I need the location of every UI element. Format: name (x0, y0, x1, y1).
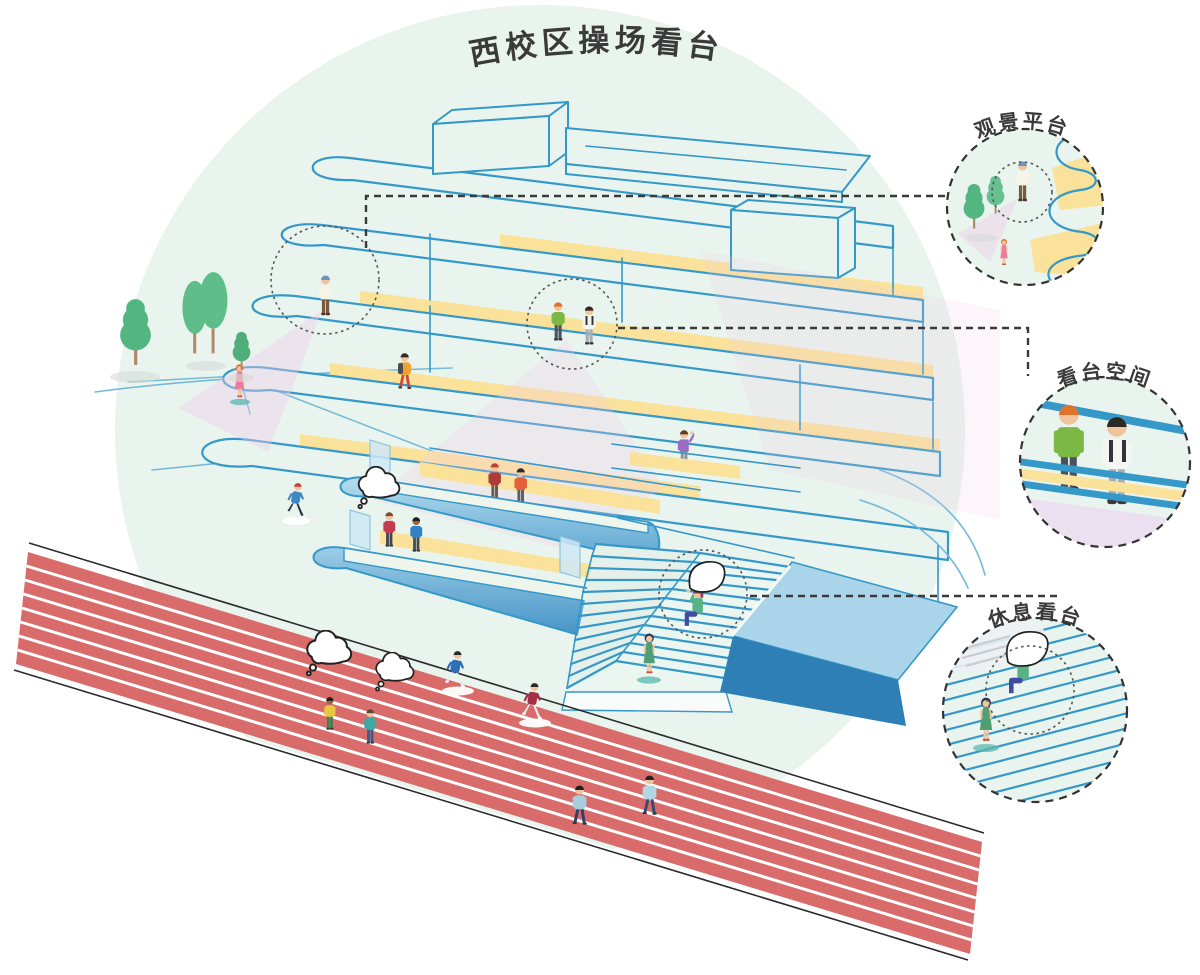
terrace-floor-2 (500, 234, 923, 300)
connector-lines (364, 194, 1058, 598)
glass-fin (559, 535, 581, 579)
terrace-floor-5 (300, 434, 700, 499)
person-rest-dress-woman (973, 697, 999, 752)
person-white-shirt-guy (582, 306, 596, 345)
steps-walkway (561, 691, 733, 713)
terrace-floor-4 (330, 363, 940, 452)
speech-bubble (1006, 630, 1049, 667)
ramp (720, 561, 959, 726)
callout-circle (945, 127, 1105, 287)
penthouse-box-c (730, 199, 856, 279)
speech-bubble (688, 560, 726, 593)
callout-circle (941, 616, 1129, 804)
terrace-slab-3 (251, 294, 935, 402)
base-curve (859, 499, 969, 589)
penthouse-box-b (565, 127, 871, 203)
grandstand-tiers (312, 439, 701, 646)
base-curve (879, 469, 986, 576)
steps-area (561, 542, 792, 713)
upper-walkway (611, 443, 801, 559)
wall-joints (429, 233, 939, 603)
running-track (13, 542, 985, 961)
glass-fin (349, 509, 371, 551)
terrace-floor-3 (360, 291, 933, 378)
callout-rest-stand: 休息看台 (941, 599, 1129, 804)
person-jogging-kid (282, 483, 310, 525)
penthouse-box-a (432, 101, 569, 175)
dotted-focus-circle (991, 161, 1053, 223)
terrace-slab-2 (280, 223, 925, 324)
person-runner-blue (442, 651, 474, 696)
dotted-focus-circle (658, 549, 748, 639)
person-backpack-kid (398, 353, 412, 390)
callout-circle (1018, 375, 1192, 549)
callout-viewing-platform: 观景平台 (945, 108, 1105, 287)
person-pink-dress-girl (230, 364, 250, 406)
trees-group (110, 272, 254, 383)
person-green-dress-woman (637, 633, 661, 684)
terrace-slab-4 (222, 365, 942, 478)
person-stand-space-white (1101, 417, 1132, 505)
callout-stand-space: 看台空间 (1018, 358, 1192, 549)
foreground-mask (0, 668, 970, 975)
dotted-focus-circle (526, 278, 618, 370)
dotted-focus-circle (270, 225, 380, 335)
dotted-focus-circle (985, 645, 1075, 735)
person-runner-red (519, 683, 551, 728)
